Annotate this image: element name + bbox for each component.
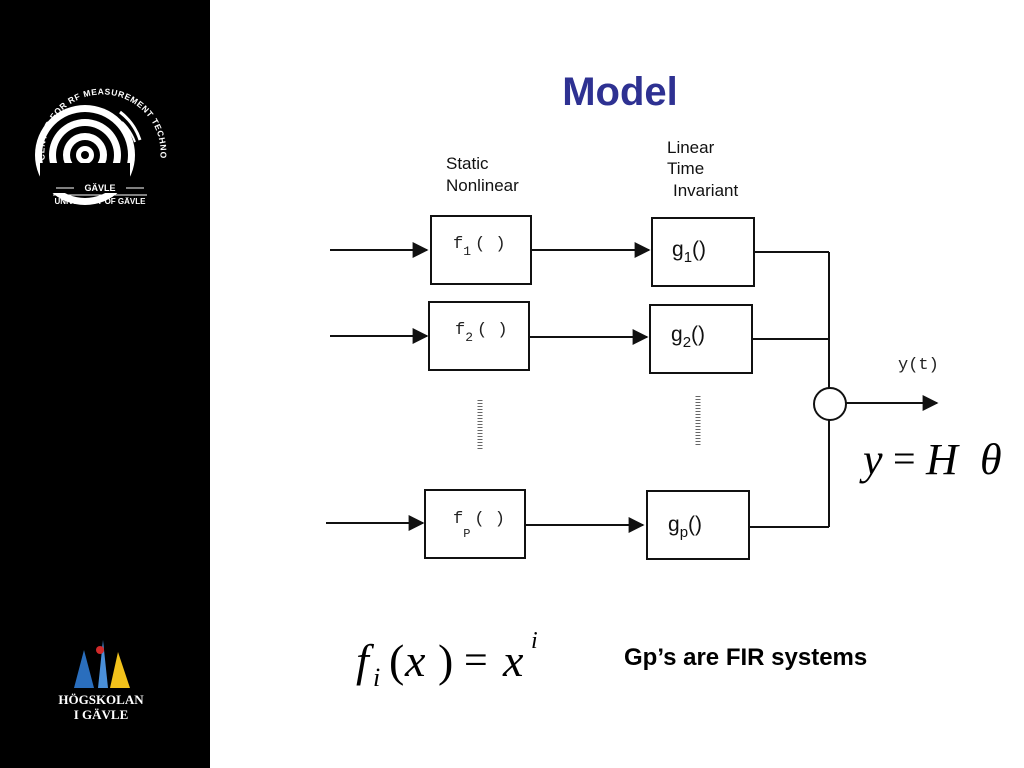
header-lti-line3: Invariant: [673, 181, 738, 200]
block-g2-label: g2(): [671, 323, 705, 351]
logo-university: UNIVERSITY OF GÄVLE: [55, 197, 147, 206]
block-g2: [649, 304, 753, 374]
equation-model: y = H θ: [859, 435, 1002, 484]
svg-text:i: i: [531, 628, 538, 654]
block-fp-label: fP( ): [453, 510, 505, 541]
block-f2: [428, 301, 530, 371]
block-g1: [651, 217, 755, 287]
header-static-line1: Static: [446, 154, 489, 173]
hogskolan-logo: HÖGSKOLAN I GÄVLE: [58, 640, 144, 722]
block-f1: [430, 215, 532, 285]
svg-text:θ: θ: [980, 435, 1002, 484]
svg-text:=: =: [893, 436, 916, 481]
concentric-rings-icon: [35, 105, 142, 205]
header-lti-line1: Linear: [667, 138, 715, 157]
svg-text:x: x: [404, 635, 426, 686]
svg-text:x: x: [502, 635, 524, 686]
logo-city: GÄVLE: [84, 183, 115, 193]
header-lti-line2: Time: [667, 159, 704, 178]
slide-title: Model: [562, 70, 678, 114]
block-f2-label: f2( ): [455, 321, 508, 345]
equation-basis: f i ( x ) = x i: [356, 628, 538, 692]
hogskolan-line2: I GÄVLE: [74, 707, 129, 722]
svg-text:H: H: [925, 435, 960, 484]
header-static-nonlinear: Static Nonlinear: [446, 154, 519, 195]
header-static-line2: Nonlinear: [446, 176, 519, 195]
svg-text:(: (: [389, 635, 404, 686]
header-lti: Linear Time Invariant: [667, 138, 738, 200]
block-fp: [424, 489, 526, 559]
block-gp: [646, 490, 750, 560]
fir-note: Gp’s are FIR systems: [624, 644, 868, 671]
svg-text:y: y: [859, 435, 883, 484]
summing-junction: [813, 387, 847, 421]
center-logo: CENTER FOR RF MEASUREMENT TECHNOLOGY GÄV…: [0, 0, 168, 206]
block-g1-label: g1(): [672, 238, 706, 266]
svg-text:=: =: [464, 638, 488, 684]
output-label: y(t): [898, 356, 939, 375]
block-gp-label: gp(): [668, 513, 702, 541]
svg-text:): ): [438, 635, 453, 686]
svg-text:i: i: [373, 663, 380, 692]
hogskolan-line1: HÖGSKOLAN: [58, 692, 144, 707]
block-f1-label: f1( ): [453, 235, 506, 259]
sum-wiring: [749, 251, 830, 528]
